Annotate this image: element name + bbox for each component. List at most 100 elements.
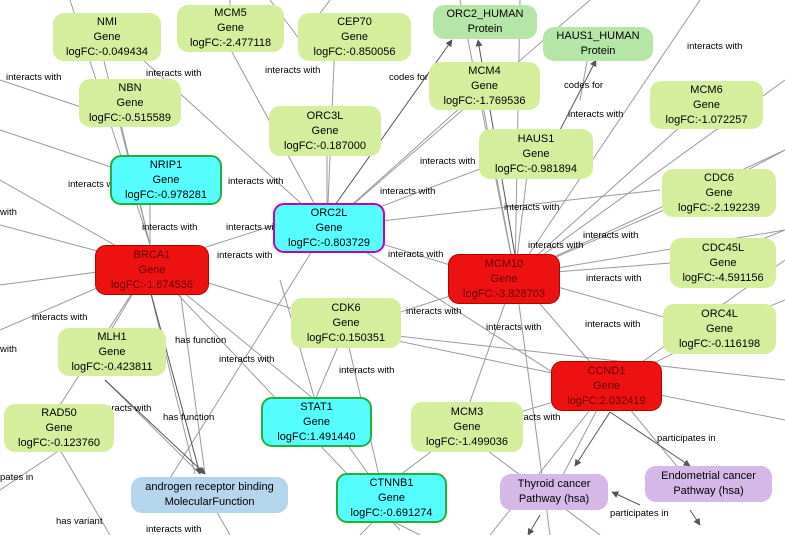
node-type: Gene [490,272,518,285]
node-name: NRIP1 [149,158,183,171]
edge-label: codes for [389,72,428,83]
node-name: CDC45L [701,241,745,254]
node-type: Gene [593,379,620,392]
node-logfc: logFC:-0.803729 [288,236,370,249]
node-name: ORC2L [310,206,348,219]
node-name: Endometrial cancer [661,470,756,482]
node-mcm10[interactable]: MCM10 Gene logFC:-3.828703 [448,254,560,304]
node-logfc: logFC:-1.499036 [426,435,508,448]
node-mcm5[interactable]: MCM5 Gene logFC:-2.477118 [177,5,284,52]
node-logfc: logFC:-3.828703 [463,287,545,300]
node-logfc: logFC:-0.116198 [678,337,761,350]
node-thyroid-cancer[interactable]: Thyroid cancer Pathway (hsa) [500,474,608,510]
edge-label: interacts with [6,72,61,83]
node-type: Gene [116,96,144,109]
node-cdc45l[interactable]: CDC45L Gene logFC:-4.591156 [670,238,776,288]
node-orc2l[interactable]: ORC2L Gene logFC:-0.803729 [273,203,385,253]
edge-label: interacts with [486,322,541,333]
node-androgen-receptor-binding[interactable]: androgen receptor binding MolecularFunct… [131,477,288,513]
node-name: HAUS1 [517,132,555,145]
node-haus1-human[interactable]: HAUS1_HUMAN Protein [543,27,653,61]
edge-label: interacts with [142,222,197,233]
edge-label: participates in [657,433,716,444]
node-mlh1[interactable]: MLH1 Gene logFC:-0.423811 [58,328,166,376]
node-name: MLH1 [97,330,127,343]
node-name: CDC6 [704,171,734,184]
node-mcm4[interactable]: MCM4 Gene logFC:-1.769536 [429,62,540,110]
node-cdc6[interactable]: CDC6 Gene logFC:-2.192239 [662,169,776,217]
edge-label: interacts with [68,179,123,190]
edge-label: interacts with [505,412,560,423]
node-logfc: logFC:2.032419 [567,394,646,407]
node-logfc: logFC:-0.850056 [313,45,396,58]
node-type: Gene [152,173,180,186]
node-name: ORC3L [306,109,344,122]
edge-label: has function [175,335,226,346]
node-logfc: logFC:-4.591156 [682,271,764,284]
node-orc4l[interactable]: ORC4L Gene logFC:-0.116198 [663,304,776,354]
node-mcm3[interactable]: MCM3 Gene logFC:-1.499036 [411,402,523,452]
node-name: MCM5 [214,7,247,19]
edge-label: interacts with [217,250,272,261]
node-orc2-human[interactable]: ORC2_HUMAN Protein [433,5,537,39]
node-logfc: logFC:-0.187000 [284,139,366,152]
edge-label: interacts with [586,273,641,284]
edge-label: interacts with [146,524,201,535]
edge-label: interacts with [339,365,394,376]
node-type: Gene [98,345,126,358]
edge-labels: interacts with interacts with interacts … [0,41,742,535]
node-stat1[interactable]: STAT1 Gene logFC:1.491440 [261,397,372,447]
node-logfc: logFC:-0.515589 [89,111,171,124]
edge-label: interacts with [585,319,640,330]
edge-label: pates in [0,472,33,483]
node-logfc: logFC:-1.674536 [111,278,193,291]
node-haus1[interactable]: HAUS1 Gene logFC:-0.981894 [479,129,593,179]
edge-label: interacts with [219,354,274,365]
edge-label: interacts with [388,249,443,260]
node-type: Pathway (hsa) [673,485,744,497]
node-nbn[interactable]: NBN Gene logFC:-0.515589 [79,79,181,127]
node-name: CTNNB1 [369,476,414,489]
node-ctnnb1[interactable]: CTNNB1 Gene logFC:-0.691274 [336,473,447,523]
node-orc3l[interactable]: ORC3L Gene logFC:-0.187000 [269,106,381,156]
node-type: Protein [467,23,503,35]
node-cdk6[interactable]: CDK6 Gene logFC:0.150351 [291,298,401,348]
node-logfc: logFC:-2.477118 [189,37,272,49]
node-type: Gene [303,415,330,428]
node-name: androgen receptor binding [145,481,274,493]
node-rad50[interactable]: RAD50 Gene logFC:-0.123760 [4,404,114,452]
edge-label: participates in [610,508,669,519]
node-nrip1[interactable]: NRIP1 Gene logFC:-0.978281 [110,155,222,205]
node-ccnd1[interactable]: CCND1 Gene logFC:2.032419 [551,361,662,411]
node-type: Gene [45,421,73,434]
edge-label: interacts with [406,306,461,317]
node-logfc: logFC:-0.123760 [18,436,100,449]
node-cep70[interactable]: CEP70 Gene logFC:-0.850056 [298,13,411,61]
node-name: NMI [96,15,118,28]
edge-label: interacts with [146,68,201,79]
node-name: NBN [118,81,142,94]
edge-label: interacts with [380,186,435,197]
edge-label: has variant [56,516,103,527]
node-logfc: logFC:-0.981894 [495,162,577,175]
node-type: Gene [693,98,720,111]
node-logfc: logFC:1.491440 [277,430,356,443]
node-logfc: logFC:-1.769536 [443,94,526,107]
node-type: Gene [709,256,737,269]
node-type: MolecularFunction [164,496,255,508]
node-mcm6[interactable]: MCM6 Gene logFC:-1.072257 [650,81,763,129]
node-type: Gene [341,30,368,43]
node-logfc: logFC:-0.049434 [66,45,148,58]
node-type: Gene [705,186,733,199]
node-type: Gene [138,263,166,276]
node-type: Gene [453,420,481,433]
node-name: BRCA1 [133,248,171,261]
node-type: Gene [315,221,343,234]
node-brca1[interactable]: BRCA1 Gene logFC:-1.674536 [95,245,209,295]
node-type: Pathway (hsa) [518,493,590,505]
node-type: Gene [217,22,244,34]
edge-label: interacts with [265,65,320,76]
node-endometrial-cancer[interactable]: Endometrial cancer Pathway (hsa) [645,466,772,502]
node-nmi[interactable]: NMI Gene logFC:-0.049434 [53,13,161,61]
